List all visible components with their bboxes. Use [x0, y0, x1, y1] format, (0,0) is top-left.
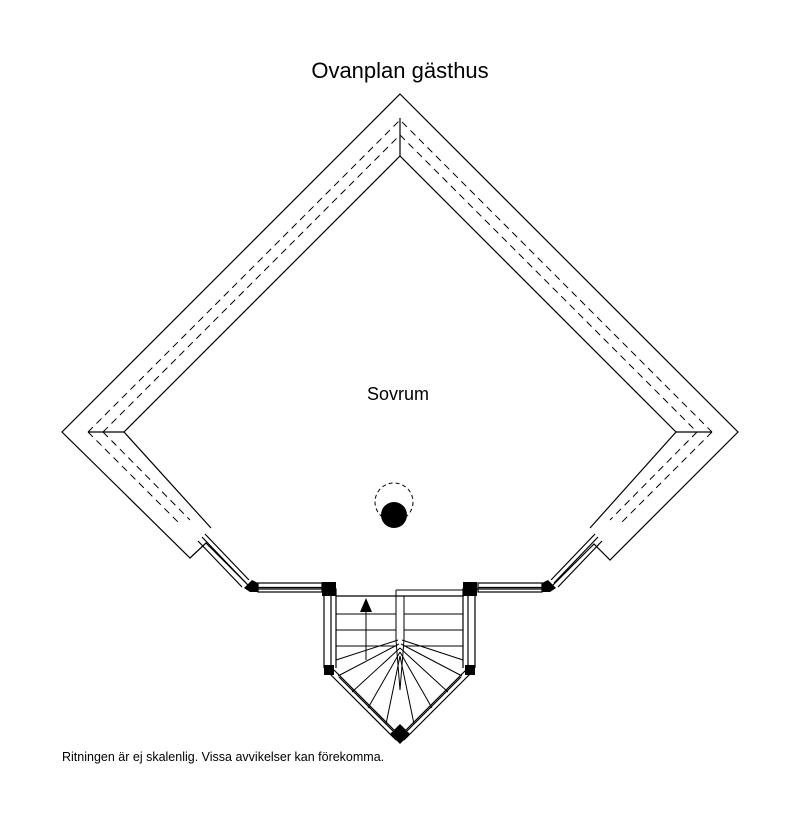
- stairwell-walls: [323, 596, 476, 741]
- wall-corners: [88, 118, 712, 433]
- window-right-diagonal: [550, 533, 603, 588]
- wall-posts: [244, 580, 556, 744]
- window-left-diagonal: [197, 533, 250, 588]
- plan-title: Ovanplan gästhus: [311, 58, 489, 83]
- arrow-up-icon: [360, 598, 372, 660]
- ceiling-fixture-icon: [374, 482, 414, 528]
- inner-wall: [123, 155, 677, 529]
- stair-treads: [335, 589, 464, 725]
- roof-dashed-lines: [87, 119, 713, 523]
- room-label: Sovrum: [366, 384, 429, 404]
- window-right-horizontal: [477, 582, 543, 593]
- window-left-horizontal: [257, 582, 323, 593]
- disclaimer-note: Ritningen är ej skalenlig. Vissa avvikel…: [62, 750, 385, 764]
